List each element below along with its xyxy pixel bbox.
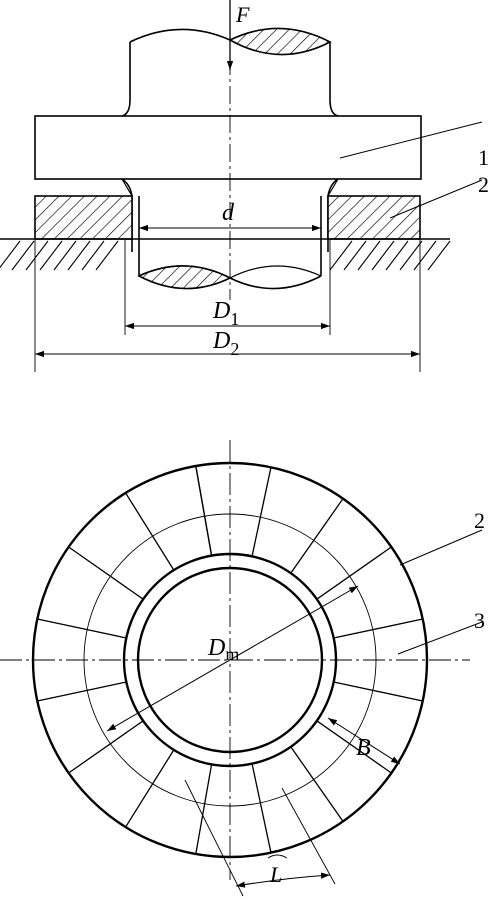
pad-divider-line xyxy=(68,720,144,774)
ground-hatch-stroke xyxy=(25,240,49,271)
plan-view xyxy=(0,440,483,897)
pad-divider-line xyxy=(195,465,213,556)
pad-divider-line xyxy=(333,681,423,702)
part-label-2-top: 2 xyxy=(478,172,489,197)
part-label-2-bottom: 2 xyxy=(474,508,485,533)
dim-label-D1: D1 xyxy=(212,298,239,329)
shaft-lower-break-section xyxy=(137,265,232,290)
shaft-break-section xyxy=(228,27,332,56)
dim-label-D2: D2 xyxy=(212,328,239,359)
dim-arc-L xyxy=(235,872,331,888)
pad-divider-line xyxy=(125,749,175,828)
pad-divider-line xyxy=(125,492,175,571)
ground-hatch-stroke xyxy=(427,240,451,271)
part-label-1: 1 xyxy=(478,145,489,170)
ground-hatch-stroke xyxy=(67,240,91,271)
ground-hatch-stroke xyxy=(357,240,381,271)
leader-2-top xyxy=(389,179,483,219)
ground-hatch-stroke xyxy=(371,240,395,271)
leader-1 xyxy=(339,121,483,159)
dim-label-Dm: Dm xyxy=(207,635,239,664)
dim-label-L: L xyxy=(269,862,282,887)
pad-divider-line xyxy=(290,498,344,574)
shaft-upper xyxy=(121,27,339,117)
dim-line-Dm xyxy=(106,585,359,732)
leader-2-bottom xyxy=(399,529,483,566)
ground-hatch-stroke xyxy=(385,240,409,271)
pad-divider-line xyxy=(37,618,127,639)
dim-label-d: d xyxy=(222,200,235,226)
ground-hatch-stroke xyxy=(0,240,21,269)
ground-hatch-stroke xyxy=(11,240,35,271)
pad-divider-line xyxy=(251,467,272,557)
force-label: F xyxy=(235,2,250,27)
bearing-outer-circle xyxy=(31,461,429,859)
ground-hatch-stroke xyxy=(329,240,353,271)
dim-line-B xyxy=(327,717,401,765)
arc-symbol-L xyxy=(267,854,288,859)
ground-hatch-stroke xyxy=(95,240,119,271)
pad-divider-line xyxy=(333,618,423,639)
bearing-ring-right xyxy=(327,195,421,240)
section-view xyxy=(0,0,483,372)
pad-divider-line xyxy=(316,546,392,600)
collar-part-1 xyxy=(34,115,422,180)
pad-divider-line xyxy=(290,746,344,822)
ground-hatch-stroke xyxy=(399,240,423,271)
leader-3 xyxy=(397,621,483,655)
pad-divider-line xyxy=(195,764,213,855)
ground-hatch-stroke xyxy=(343,240,367,271)
ground-hatch xyxy=(0,240,451,271)
mean-diameter-circle xyxy=(83,513,377,807)
bearing-ring-left xyxy=(34,195,133,240)
part-label-3: 3 xyxy=(474,608,485,633)
pad-divider-line xyxy=(316,720,392,774)
ground-hatch-stroke xyxy=(81,240,105,271)
ground-hatch-stroke xyxy=(53,240,77,271)
ground-hatch-stroke xyxy=(39,240,63,271)
pad-divider-line xyxy=(68,546,144,600)
ground-hatch-stroke xyxy=(413,240,437,271)
pad-divider-line xyxy=(37,681,127,702)
pad-divider-line xyxy=(251,763,272,853)
dim-label-B: B xyxy=(356,735,371,761)
